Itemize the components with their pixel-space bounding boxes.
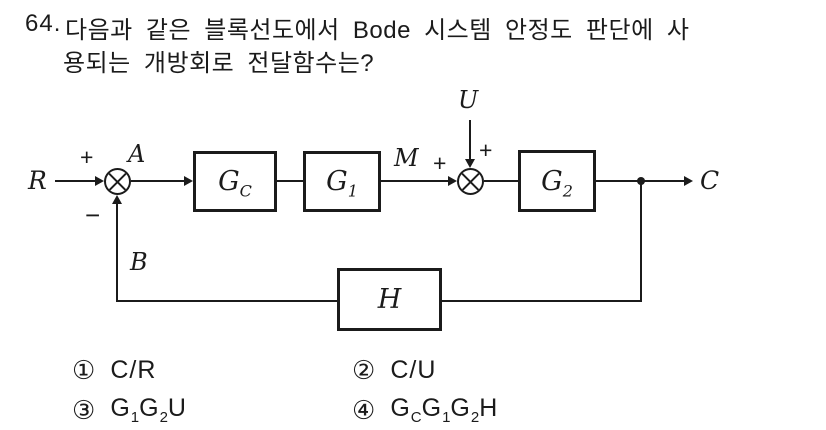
output-label-c: C (700, 166, 720, 195)
question-line1: 다음과 같은 블록선도에서 Bode 시스템 안정도 판단에 사 (65, 17, 690, 44)
question-number: 64. (25, 10, 62, 37)
option-4-label: GCG1G2H (390, 394, 499, 426)
block-g2: G2 (518, 150, 596, 212)
node-label-a: A (128, 140, 146, 168)
arrowhead-into-c (684, 176, 693, 186)
input-label-r: R (28, 166, 47, 195)
minus-sign-sum1: − (85, 200, 101, 230)
summing-junction-1 (104, 168, 131, 195)
option-3: ③ G1G2U (72, 394, 187, 426)
block-g1: G1 (303, 151, 381, 212)
block-h-label: H (377, 284, 402, 315)
disturbance-label-u: U (458, 86, 479, 114)
block-gc-label: GC (218, 166, 252, 201)
plus-sign-sum1: + (80, 144, 94, 170)
arrowhead-feedback-into-sum1 (112, 195, 122, 204)
option-2: ② C/U (352, 355, 436, 386)
feedback-line-up (116, 197, 118, 302)
node-label-b: B (130, 248, 148, 276)
feedback-line-left (118, 300, 337, 302)
option-2-number: ② (352, 355, 376, 385)
signal-line-u-down (469, 120, 471, 160)
block-h: H (337, 268, 442, 331)
feedback-line-right (442, 300, 642, 302)
option-1: ① C/R (72, 355, 156, 386)
arrowhead-into-gc (184, 176, 193, 186)
feedback-line-down (640, 181, 642, 302)
option-1-label: C/R (110, 356, 157, 384)
arrowhead-into-sum2 (448, 176, 457, 186)
option-3-number: ③ (72, 394, 96, 425)
summing-junction-2 (457, 168, 484, 195)
option-1-number: ① (72, 355, 96, 385)
signal-line-gc-to-g1 (277, 180, 303, 182)
signal-line-sum2-to-g2 (484, 180, 518, 182)
signal-line-sum1-to-gc (131, 180, 185, 182)
block-g2-label: G2 (541, 165, 573, 200)
option-3-label: G1G2U (110, 394, 187, 426)
option-4: ④ GCG1G2H (352, 394, 498, 426)
arrowhead-into-sum1 (95, 176, 104, 186)
plus-sign-sum2-right: + (479, 137, 493, 163)
option-2-label: C/U (390, 356, 437, 384)
option-4-number: ④ (352, 394, 376, 425)
node-label-m: M (394, 144, 419, 172)
signal-line-r-to-sum1 (55, 180, 96, 182)
question-line2: 용되는 개방회로 전달함수는? (63, 50, 375, 77)
signal-line-g1-to-sum2 (381, 180, 449, 182)
block-g1-label: G1 (326, 166, 358, 201)
plus-sign-sum2-left: + (433, 150, 447, 176)
arrowhead-u-into-sum2 (465, 159, 475, 168)
block-gc: GC (193, 151, 277, 212)
